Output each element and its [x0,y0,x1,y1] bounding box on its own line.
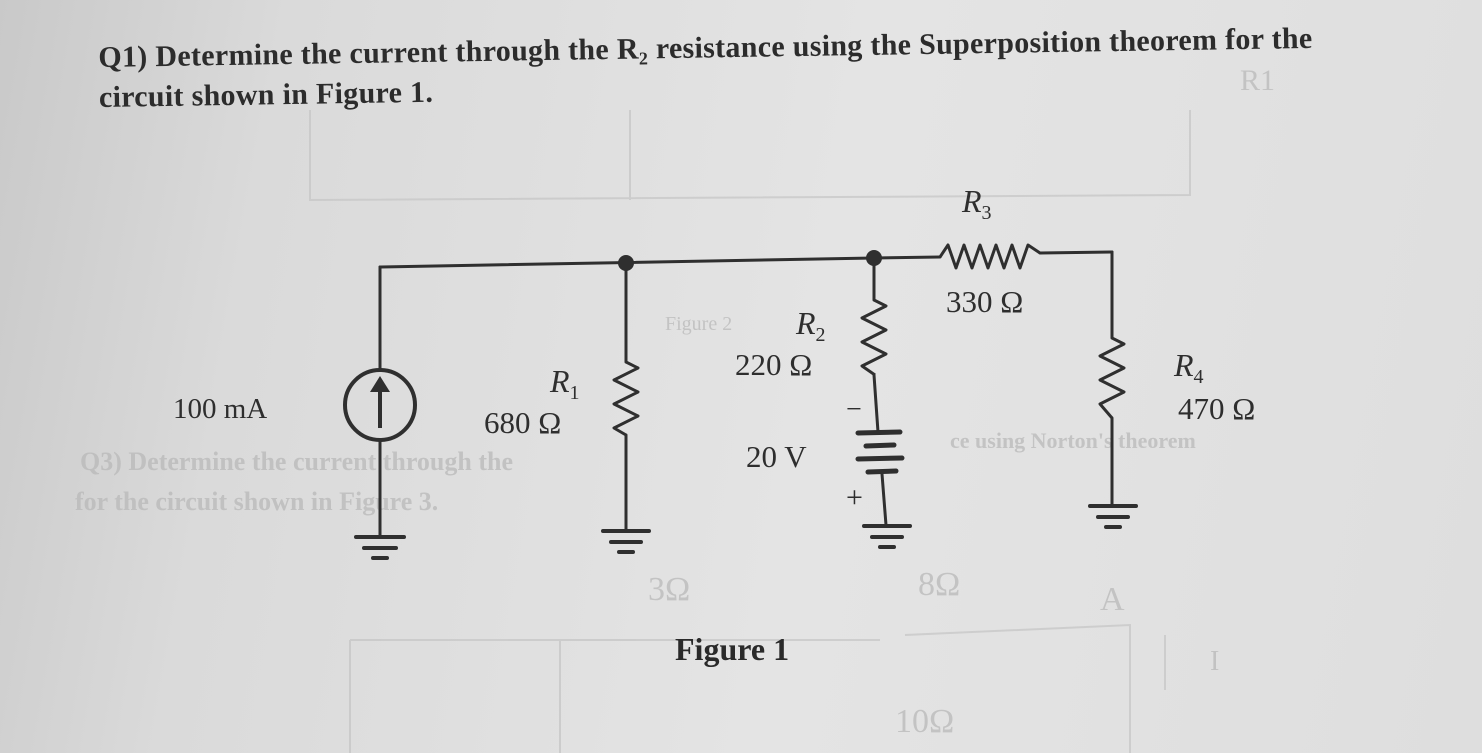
r3-value: 330 Ω [946,284,1023,319]
wire-battery-to-ground [880,472,888,527]
current-source-symbol [343,368,417,442]
svg-text:for the circuit shown in Figur: for the circuit shown in Figure 3. [75,487,438,516]
ground-icon [601,529,651,554]
wire-r2-to-battery [872,373,880,434]
ground-icon [1088,504,1138,529]
resistor-r3-symbol [938,243,1041,270]
r3-label: R3 [961,183,992,224]
bleed-through-glyphs: 3Ω 8Ω 10Ω A I Figure 2 Q3) Determine the… [75,64,1275,740]
resistor-r2-symbol [860,298,888,377]
svg-text:R1: R1 [1240,64,1275,97]
svg-text:I: I [1210,646,1219,677]
wire-r3-left [872,255,942,260]
current-source-value: 100 mA [173,393,267,425]
svg-text:8Ω: 8Ω [918,566,960,603]
svg-text:A: A [1100,581,1125,618]
r4-value: 470 Ω [1178,391,1255,426]
resistor-r4-symbol [1098,336,1126,419]
r2-value: 220 Ω [735,347,812,382]
resistor-r1-symbol [612,360,640,437]
battery-symbol [855,429,905,475]
ground-icon [354,535,406,560]
r4-label: R4 [1173,347,1204,388]
wire-r3-right [1038,250,1114,255]
r1-label: R1 [549,363,580,404]
battery-plus-sign: + [846,481,863,514]
svg-text:Q3) Determine the current thro: Q3) Determine the current through the [80,447,513,476]
junction-dot-right [866,250,882,266]
svg-text:Figure 2: Figure 2 [665,313,732,335]
ground-icon [862,524,912,549]
r2-label: R2 [795,305,826,346]
bleed-through [309,110,1191,753]
junction-dot-left [618,255,634,271]
svg-text:10Ω: 10Ω [895,703,954,740]
svg-text:ce using Norton's theorem: ce using Norton's theorem [950,428,1196,453]
r1-value: 680 Ω [484,405,561,440]
figure-caption: Figure 1 [675,631,789,667]
battery-minus-sign: − [846,394,862,425]
voltage-source-value: 20 V [746,439,807,474]
svg-text:3Ω: 3Ω [648,571,690,608]
